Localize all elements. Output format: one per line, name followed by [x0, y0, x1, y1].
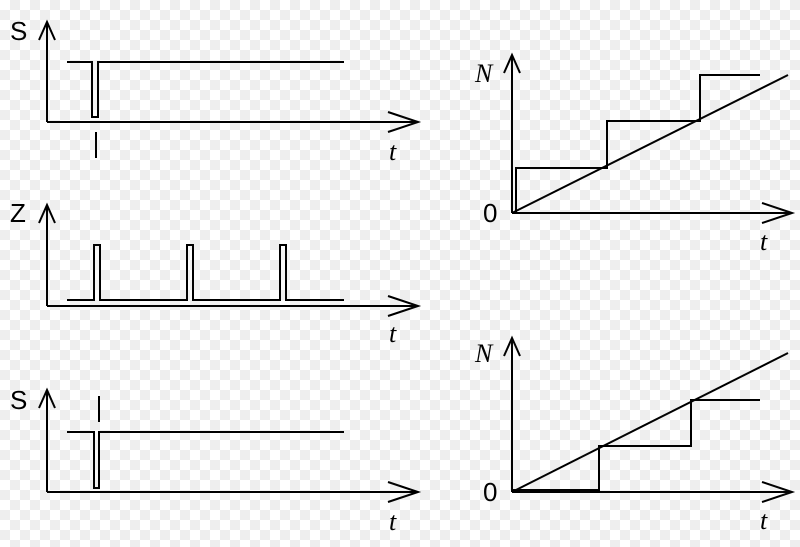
s-top-x-arrow: [387, 111, 422, 133]
n-top-x-label: t: [760, 227, 768, 256]
s-top-y-arrow: [38, 19, 56, 41]
panel-z-mid: Z t: [10, 198, 422, 348]
panel-s-bottom: S t: [10, 385, 422, 536]
z-pulse-train: [67, 244, 344, 301]
s-bottom-x-label: t: [389, 507, 397, 536]
s-bottom-y-arrow: [38, 387, 56, 409]
s-top-x-label: t: [389, 137, 397, 166]
s-bottom-y-label: S: [10, 385, 27, 415]
z-x-label: t: [389, 319, 397, 348]
n-bottom-origin-label: 0: [483, 477, 497, 507]
n-top-linear-line: [511, 74, 789, 214]
n-bottom-x-arrow: [761, 481, 796, 503]
z-y-label: Z: [10, 198, 26, 228]
s-top-signal: [67, 61, 344, 118]
s-top-y-label: S: [10, 16, 27, 46]
panel-n-top: N 0 t: [474, 52, 796, 256]
n-top-y-arrow: [503, 52, 521, 74]
n-top-x-arrow: [761, 202, 796, 224]
n-bottom-staircase: [512, 399, 760, 491]
n-bottom-linear-line: [511, 352, 789, 493]
s-bottom-x-arrow: [387, 481, 422, 503]
panel-s-top: S t: [10, 16, 422, 166]
s-bottom-signal: [67, 431, 344, 489]
n-bottom-y-arrow: [503, 335, 521, 357]
n-top-origin-label: 0: [483, 198, 497, 228]
n-bottom-y-label: N: [474, 339, 494, 368]
z-x-arrow: [387, 295, 422, 317]
panel-n-bottom: N 0 t: [474, 335, 796, 535]
n-bottom-x-label: t: [760, 506, 768, 535]
n-top-staircase: [512, 74, 760, 214]
n-top-y-label: N: [474, 59, 494, 88]
z-y-arrow: [38, 202, 56, 224]
